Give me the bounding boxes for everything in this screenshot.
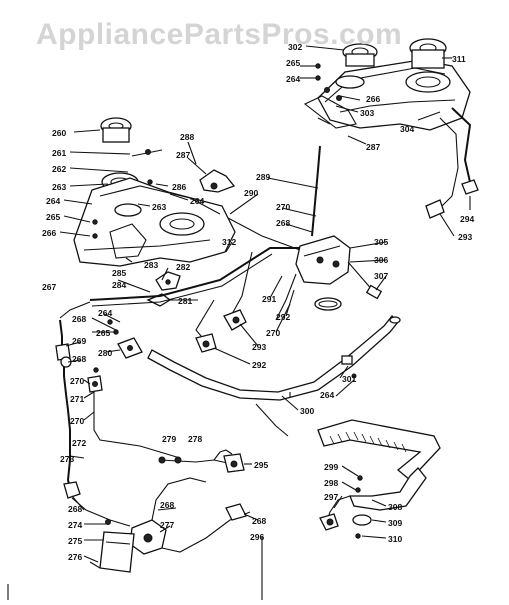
label-281: 281 bbox=[178, 296, 192, 306]
label-291: 291 bbox=[262, 294, 276, 304]
rear-burner-assembly bbox=[303, 38, 479, 219]
label-270: 270 bbox=[70, 376, 84, 386]
label-285: 285 bbox=[112, 268, 126, 278]
label-264: 264 bbox=[46, 196, 60, 206]
label-274: 274 bbox=[68, 520, 82, 530]
label-266: 266 bbox=[42, 228, 56, 238]
label-268: 268 bbox=[160, 500, 174, 510]
label-303: 303 bbox=[360, 108, 374, 118]
label-277: 277 bbox=[160, 520, 174, 530]
front-burner-assembly bbox=[73, 117, 236, 307]
label-305: 305 bbox=[374, 237, 388, 247]
label-299: 299 bbox=[324, 462, 338, 472]
label-268: 268 bbox=[68, 504, 82, 514]
label-268: 268 bbox=[72, 354, 86, 364]
label-271: 271 bbox=[70, 394, 84, 404]
label-263: 263 bbox=[52, 182, 66, 192]
label-289: 289 bbox=[256, 172, 270, 182]
label-272: 272 bbox=[72, 438, 86, 448]
label-266: 266 bbox=[366, 94, 380, 104]
label-301: 301 bbox=[342, 374, 356, 384]
main-manifold-pipe bbox=[147, 315, 401, 401]
label-284: 284 bbox=[112, 280, 126, 290]
label-264: 264 bbox=[286, 74, 300, 84]
label-307: 307 bbox=[374, 271, 388, 281]
broil-burner-assembly bbox=[255, 403, 441, 539]
label-297: 297 bbox=[324, 492, 338, 502]
label-276: 276 bbox=[68, 552, 82, 562]
label-273: 273 bbox=[60, 454, 74, 464]
label-268: 268 bbox=[252, 516, 266, 526]
leader-lines bbox=[59, 45, 471, 563]
label-282: 282 bbox=[176, 262, 190, 272]
label-265: 265 bbox=[286, 58, 300, 68]
label-279: 279 bbox=[162, 434, 176, 444]
label-269: 269 bbox=[72, 336, 86, 346]
label-275: 275 bbox=[68, 536, 82, 546]
label-290: 290 bbox=[244, 188, 258, 198]
label-304: 304 bbox=[400, 124, 414, 134]
label-295: 295 bbox=[254, 460, 268, 470]
label-270: 270 bbox=[266, 328, 280, 338]
label-280: 280 bbox=[98, 348, 112, 358]
label-292: 292 bbox=[252, 360, 266, 370]
label-278: 278 bbox=[188, 434, 202, 444]
label-287: 287 bbox=[176, 150, 190, 160]
regulator-assembly bbox=[7, 477, 263, 600]
label-265: 265 bbox=[46, 212, 60, 222]
label-270: 270 bbox=[70, 416, 84, 426]
gas-supply-line bbox=[55, 301, 245, 527]
label-308: 308 bbox=[388, 502, 402, 512]
label-300: 300 bbox=[300, 406, 314, 416]
label-294: 294 bbox=[460, 214, 474, 224]
label-260: 260 bbox=[52, 128, 66, 138]
label-296: 296 bbox=[250, 532, 264, 542]
label-264: 264 bbox=[190, 196, 204, 206]
label-286: 286 bbox=[172, 182, 186, 192]
label-264: 264 bbox=[98, 308, 112, 318]
label-267: 267 bbox=[42, 282, 56, 292]
part-number-labels: 302 311 265 264 266 303 304 287 260 261 … bbox=[42, 42, 474, 562]
label-261: 261 bbox=[52, 148, 66, 158]
label-263: 263 bbox=[152, 202, 166, 212]
label-298: 298 bbox=[324, 478, 338, 488]
watermark-text: AppliancePartsPros.com bbox=[36, 18, 403, 51]
label-262: 262 bbox=[52, 164, 66, 174]
label-310: 310 bbox=[388, 534, 402, 544]
label-302: 302 bbox=[288, 42, 302, 52]
label-283: 283 bbox=[144, 260, 158, 270]
label-288: 288 bbox=[180, 132, 194, 142]
label-311: 311 bbox=[452, 54, 466, 64]
label-265: 265 bbox=[96, 328, 110, 338]
label-268: 268 bbox=[276, 218, 290, 228]
label-270: 270 bbox=[276, 202, 290, 212]
label-293: 293 bbox=[252, 342, 266, 352]
label-312: 312 bbox=[222, 237, 236, 247]
label-292: 292 bbox=[276, 312, 290, 322]
label-287: 287 bbox=[366, 142, 380, 152]
label-306: 306 bbox=[374, 255, 388, 265]
label-293: 293 bbox=[458, 232, 472, 242]
label-309: 309 bbox=[388, 518, 402, 528]
label-264: 264 bbox=[320, 390, 334, 400]
label-268: 268 bbox=[72, 314, 86, 324]
